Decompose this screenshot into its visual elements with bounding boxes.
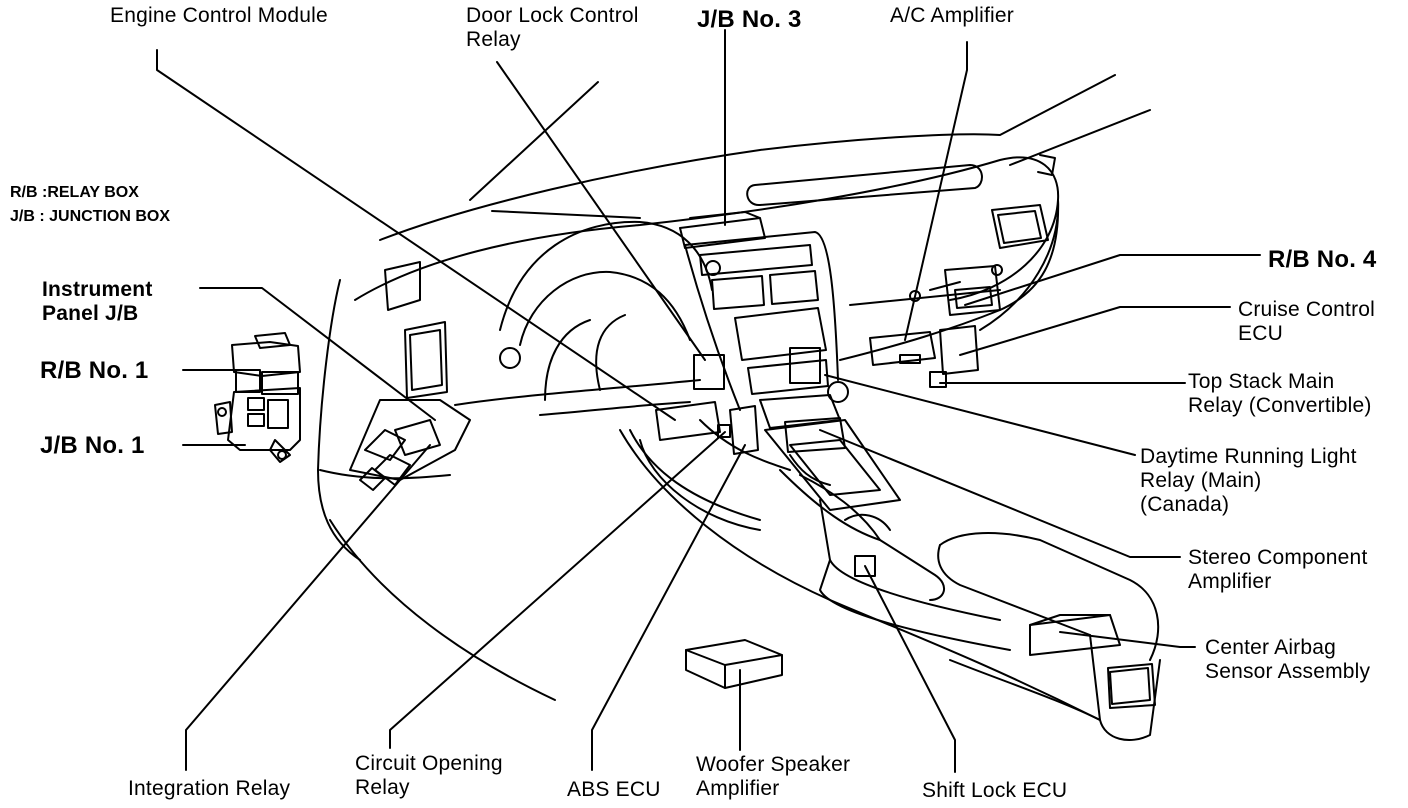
rb1-jb1-assembly <box>214 332 301 463</box>
woofer-amp-box <box>685 639 783 689</box>
label-center-airbag-sensor-assembly: Center Airbag Sensor Assembly <box>1205 636 1371 683</box>
circuit-opening-relay-box <box>717 424 731 438</box>
label-top-stack-main-relay: Top Stack Main Relay (Convertible) <box>1188 370 1372 417</box>
jb3-box <box>679 217 766 249</box>
label-integration-relay: Integration Relay <box>128 777 291 800</box>
label-instrument-panel-jb: Instrument Panel J/B <box>42 278 153 325</box>
stereo-amp-box <box>784 417 846 453</box>
label-ac-amplifier: A/C Amplifier <box>890 4 1014 27</box>
label-engine-control-module: Engine Control Module <box>110 4 328 27</box>
dashboard-outline <box>317 74 1161 741</box>
abs-ecu-box <box>729 405 759 455</box>
label-jb-no-1: J/B No. 1 <box>40 432 145 459</box>
shift-lock-ecu-box <box>854 555 876 577</box>
ac-amplifier-box <box>869 331 936 366</box>
legend-relay-box: R/B :RELAY BOX <box>10 184 139 201</box>
drl-relay-box <box>789 347 821 384</box>
label-daytime-running-light-relay: Daytime Running Light Relay (Main) (Cana… <box>1140 445 1357 516</box>
rb4-box <box>944 265 1001 316</box>
label-woofer-speaker-amplifier: Woofer Speaker Amplifier <box>696 753 851 800</box>
ecm-box <box>655 401 721 441</box>
legend-junction-box: J/B : JUNCTION BOX <box>10 208 171 225</box>
airbag-sensor-box <box>1029 614 1121 656</box>
label-jb-no-3: J/B No. 3 <box>697 6 802 33</box>
label-stereo-component-amplifier: Stereo Component Amplifier <box>1188 546 1368 593</box>
label-abs-ecu: ABS ECU <box>567 778 661 801</box>
label-cruise-control-ecu: Cruise Control ECU <box>1238 298 1376 345</box>
label-rb-no-1: R/B No. 1 <box>40 357 149 384</box>
door-lock-relay-box <box>693 354 725 390</box>
top-stack-relay-box <box>929 371 947 388</box>
label-rb-no-4: R/B No. 4 <box>1268 246 1377 273</box>
cruise-ecu-box <box>939 325 979 375</box>
label-door-lock-control-relay: Door Lock Control Relay <box>466 4 639 51</box>
leader-lines <box>156 29 1261 773</box>
components <box>214 211 1121 689</box>
label-circuit-opening-relay: Circuit Opening Relay <box>355 752 503 799</box>
label-shift-lock-ecu: Shift Lock ECU <box>922 779 1068 802</box>
